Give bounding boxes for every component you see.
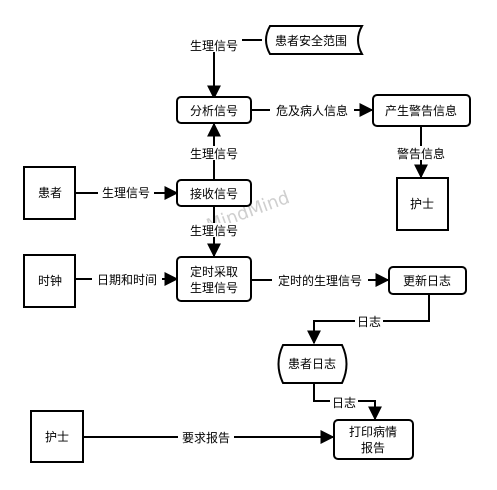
edge-label-sampling-to-update: 定时的生理信号 [278, 273, 362, 288]
entity-shape [23, 166, 76, 220]
node-nurse-bottom: 护士 [30, 410, 84, 463]
node-label-analyze-signal: 分析信号 [190, 104, 238, 118]
node-update-log: 更新日志 [388, 266, 467, 295]
edge-label-bg [98, 186, 154, 200]
process-shape [372, 94, 471, 127]
edge-label-alert-to-nurse: 警告信息 [397, 146, 445, 161]
node-patient: 患者 [23, 166, 76, 220]
edge-label-nurse-to-print: 要求报告 [182, 430, 230, 445]
entity-shape [23, 254, 76, 308]
process-shape [176, 96, 252, 124]
node-nurse-top: 护士 [396, 177, 449, 231]
edge-label-bg [186, 38, 242, 52]
process-shape [333, 419, 414, 460]
edge-label-bg [186, 146, 242, 160]
node-receive-signal: 接收信号 [176, 179, 252, 207]
edge-label-bg [355, 314, 383, 328]
edge-label-receive-to-sampling: 生理信号 [190, 224, 238, 238]
datastore-shape [265, 25, 364, 55]
process-shape [176, 179, 252, 207]
edge-label-patient-to-receive: 生理信号 [102, 186, 150, 200]
node-label-nurse-bottom: 护士 [45, 430, 69, 444]
process-shape [176, 256, 252, 302]
edge-label-update-to-log: 日志 [357, 315, 381, 329]
node-label-receive-signal: 接收信号 [190, 186, 238, 201]
node-label-patient: 患者 [38, 186, 62, 200]
edge-label-bg [393, 146, 449, 160]
entity-shape [396, 177, 449, 231]
edge-label-log-to-print: 日志 [332, 396, 356, 410]
node-generate-alert: 产生警告信息 [372, 94, 471, 127]
edge-label-bg [186, 223, 242, 237]
edge-label-bg [330, 395, 358, 409]
datastore-shape [277, 344, 348, 384]
node-label-update-log: 更新日志 [403, 273, 451, 288]
edge-label-clock-to-sampling: 日期和时间 [97, 273, 157, 287]
node-patient-log: 患者日志 [277, 344, 348, 384]
edge-label-bg [92, 272, 162, 286]
node-label-patient-safety-range: 患者安全范围 [275, 33, 347, 48]
node-label-timed-sampling-line2: 生理信号 [190, 281, 238, 295]
edge-label-receive-to-analyze: 生理信号 [190, 147, 238, 161]
entity-shape [30, 410, 84, 463]
node-print-report: 打印病情 报告 [333, 419, 414, 460]
edge-label-bg [178, 430, 234, 444]
node-label-print-report-line2: 报告 [361, 440, 385, 455]
edge-label-range-to-analyze: 生理信号 [190, 39, 238, 53]
edge-label-analyze-to-alert: 危及病人信息 [276, 103, 348, 118]
node-label-patient-log: 患者日志 [288, 357, 336, 371]
node-label-generate-alert: 产生警告信息 [385, 103, 457, 118]
edge-label-bg [270, 104, 354, 118]
process-shape [388, 266, 467, 295]
node-patient-safety-range: 患者安全范围 [265, 25, 364, 55]
node-analyze-signal: 分析信号 [176, 96, 252, 124]
node-label-nurse-top: 护士 [410, 197, 434, 211]
node-label-clock: 时钟 [38, 273, 62, 288]
edge-label-bg [272, 273, 368, 287]
node-label-timed-sampling-line1: 定时采取 [190, 264, 238, 279]
node-label-print-report-line1: 打印病情 [349, 424, 397, 439]
node-clock: 时钟 [23, 254, 76, 308]
node-timed-sampling: 定时采取 生理信号 [176, 256, 252, 302]
